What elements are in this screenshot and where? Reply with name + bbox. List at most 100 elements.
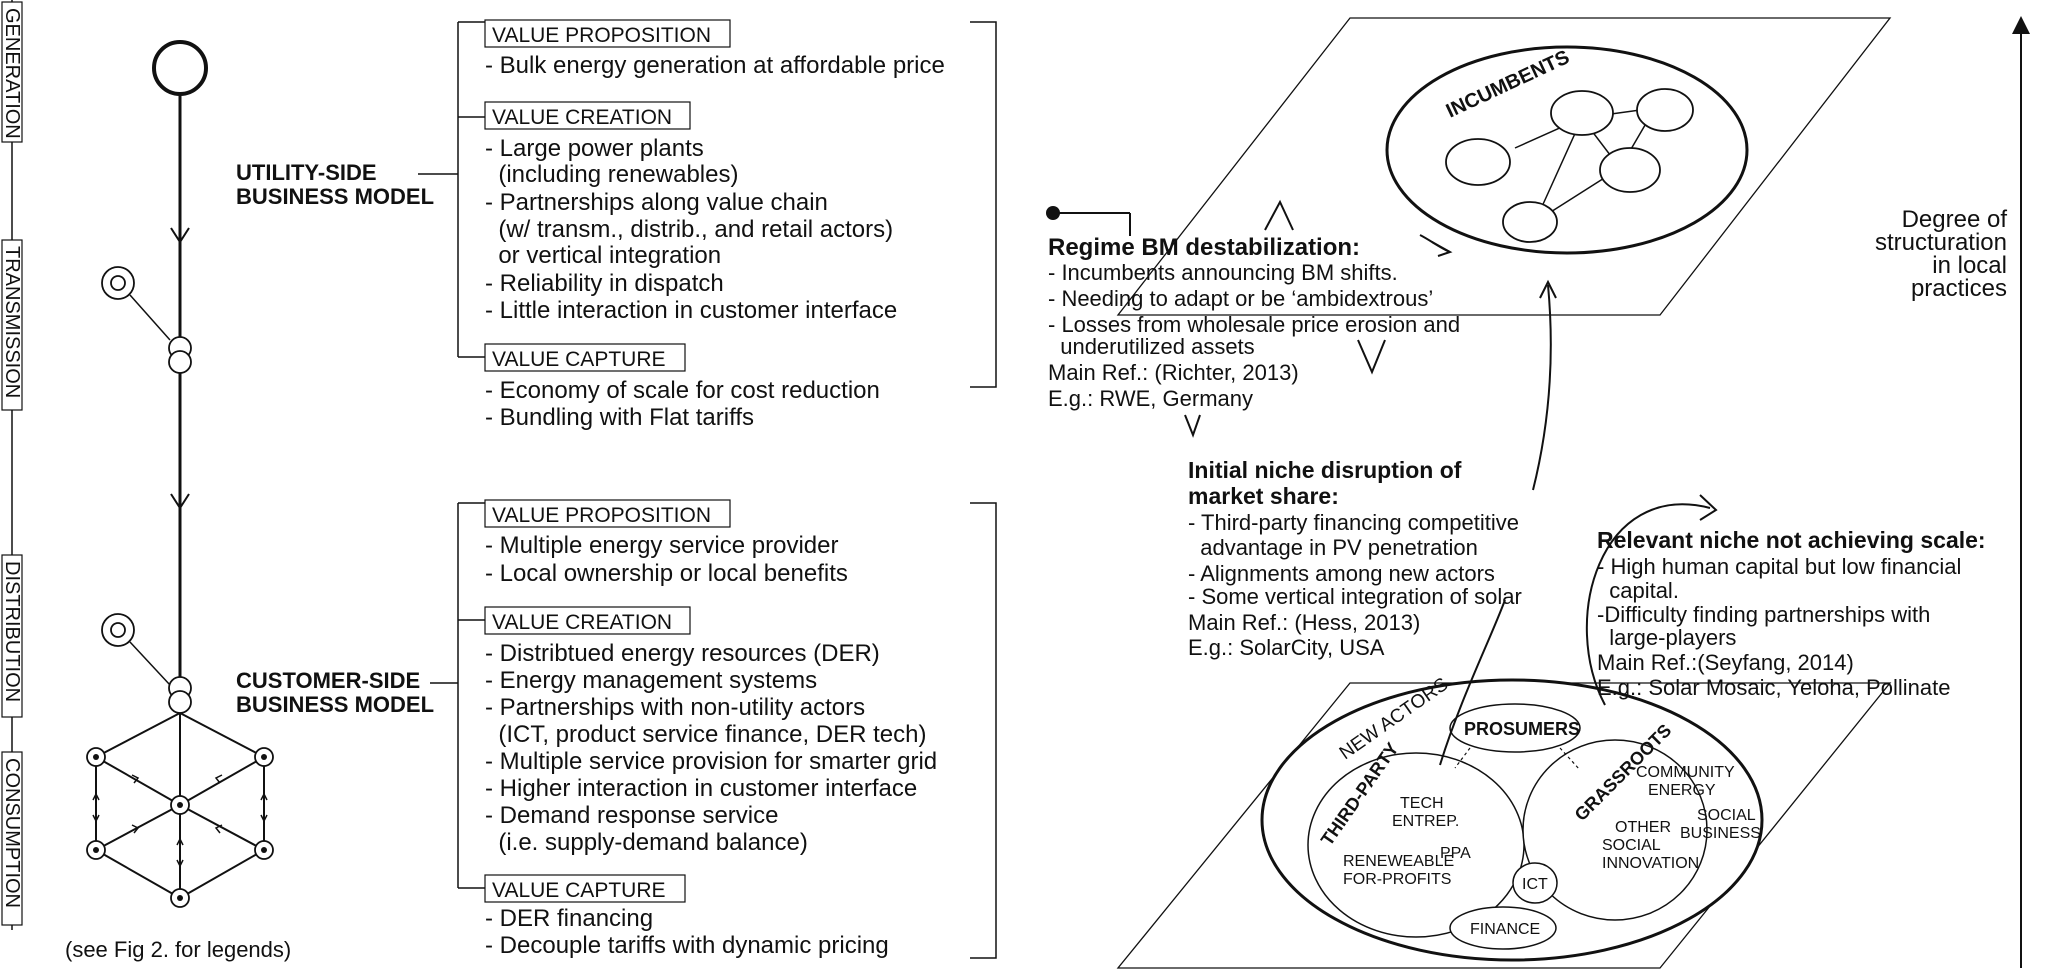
utility-left-bracket <box>457 21 485 358</box>
relevant-niche-eg-value: Solar Mosaic, Yeloha, Pollinate <box>1642 675 1950 700</box>
relevant-niche-ref-value: (Seyfang, 2014) <box>1697 650 1854 675</box>
regime-ref: Main Ref.: (Richter, 2013) <box>1048 360 1299 385</box>
customer-vp-item: - Multiple energy service provider <box>485 532 838 559</box>
initial-niche-item: - Some vertical integration of solar <box>1188 584 1522 609</box>
stage-distribution: DISTRIBUTION <box>1 561 23 702</box>
regime-title: Regime BM destabilization: <box>1048 234 1360 261</box>
microgrid-edges <box>95 712 265 899</box>
customer-business-model: CUSTOMER-SIDE BUSINESS MODEL VALUE PROPO… <box>236 499 997 959</box>
prosumers-link <box>1559 747 1581 771</box>
relevant-niche-arrow <box>1585 503 1711 706</box>
degree-label-line: structuration <box>1875 229 2007 256</box>
tech-entrep-label: ENTREP. <box>1392 813 1459 830</box>
customer-vc-item: - Multiple service provision for smarter… <box>485 748 937 775</box>
connecting-arrows <box>1046 16 2030 968</box>
utility-vcap-item: - Economy of scale for cost reduction <box>485 377 880 404</box>
customer-vp-item: - Local ownership or local benefits <box>485 560 848 587</box>
pressure-arrowhead-icon <box>1431 241 1453 257</box>
structuration-arrowhead-icon <box>2012 16 2030 34</box>
stage-box-consumption <box>1 751 23 926</box>
regime-item: - Incumbents announcing BM shifts. <box>1048 260 1398 285</box>
utility-vcap-item: - Bundling with Flat tariffs <box>485 404 754 431</box>
utility-vc-item: - Partnerships along value chain <box>485 189 828 216</box>
utility-vc-item: - Little interaction in customer interfa… <box>485 297 897 324</box>
degree-label-line: in local <box>1932 252 2007 279</box>
relevant-niche-eg-label: E.g.: <box>1597 675 1642 700</box>
utility-vc-item: (w/ transm., distrib., and retail actors… <box>485 216 893 243</box>
generator-link <box>129 294 171 341</box>
customer-vc-item: - Energy management systems <box>485 667 817 694</box>
stage-generation: GENERATION <box>1 8 23 139</box>
break-mark-icon <box>1184 414 1201 438</box>
microgrid-nodes <box>86 747 274 908</box>
stage-box-transmission <box>1 239 23 411</box>
community-energy-label: COMMUNITY <box>1636 764 1735 781</box>
regime-item: - Needing to adapt or be ‘ambidextrous’ <box>1048 286 1433 311</box>
customer-left-bracket <box>457 502 485 889</box>
relevant-niche-arrowhead-icon <box>1699 494 1718 521</box>
customer-vc-header: VALUE CREATION <box>492 611 672 634</box>
distributed-generator-inner-icon <box>110 622 126 638</box>
utility-title-line2: BUSINESS MODEL <box>236 184 434 209</box>
relevant-niche-item: - High human capital but low financial <box>1597 554 1961 579</box>
distributed-generator-icon <box>101 266 135 300</box>
generation-node-icon <box>152 40 208 96</box>
degree-label: Degree of structuration in local practic… <box>1875 206 2007 302</box>
tech-entrep-label: TECH <box>1400 795 1444 812</box>
initial-niche-title: market share: <box>1188 483 1339 509</box>
distributed-generator-inner-icon <box>110 275 126 291</box>
regime-ref-label: Main Ref.: <box>1048 360 1148 385</box>
transformer-icon <box>168 690 192 714</box>
legend-note: (see Fig 2. for legends) <box>65 937 291 962</box>
break-mark-icon <box>1264 199 1294 231</box>
customer-vc-header-box <box>484 606 691 635</box>
grid-network <box>86 40 274 908</box>
initial-niche-item: - Third-party financing competitive <box>1188 510 1519 535</box>
initial-niche-ref-label: Main Ref.: <box>1188 610 1288 635</box>
regime-plane-outline <box>1116 17 1892 316</box>
initial-niche-eg-label: E.g.: <box>1188 635 1233 660</box>
stage-transmission: TRANSMISSION <box>1 246 23 398</box>
break-mark-icon <box>1357 339 1386 375</box>
customer-vc-item: (ICT, product service finance, DER tech) <box>485 721 927 748</box>
customer-vc-item: (i.e. supply-demand balance) <box>485 829 808 856</box>
niche-to-regime-arrowhead-icon <box>1539 279 1557 299</box>
niche-plane-outline <box>1116 682 1892 969</box>
finance-label: FINANCE <box>1470 921 1540 938</box>
transformer-icon <box>168 350 192 374</box>
other-social-label: INNOVATION <box>1602 855 1699 872</box>
utility-vc-header-box <box>484 101 691 130</box>
relevant-niche-item: capital. <box>1597 578 1679 603</box>
initial-niche-ref-value: (Hess, 2013) <box>1288 610 1420 635</box>
regime-eg-value: RWE, Germany <box>1093 386 1253 411</box>
initial-niche-item: - Alignments among new actors <box>1188 561 1495 586</box>
renewable-label: RENEWEABLE <box>1343 853 1454 870</box>
customer-vc-item: - Higher interaction in customer interfa… <box>485 775 917 802</box>
regime-item: - Losses from wholesale price erosion an… <box>1048 312 1460 337</box>
regime-text-block: Regime BM destabilization: - Incumbents … <box>1048 234 1460 411</box>
customer-vc-item: - Partnerships with non-utility actors <box>485 694 865 721</box>
stage-box-distribution <box>1 554 23 718</box>
renewable-label: FOR-PROFITS <box>1343 871 1451 888</box>
relevant-niche-item: -Difficulty finding partnerships with <box>1597 602 1930 627</box>
ppa-label: PPA <box>1440 845 1471 862</box>
degree-label-line: practices <box>1911 275 2007 302</box>
finance-ellipse <box>1449 906 1557 950</box>
ict-ellipse <box>1512 862 1558 904</box>
ict-label: ICT <box>1522 876 1548 893</box>
relevant-niche-ref: Main Ref.:(Seyfang, 2014) <box>1597 650 1854 675</box>
relevant-niche-title: Relevant niche not achieving scale: <box>1597 527 1986 553</box>
regime-plane: INCUMBENTS <box>1116 17 1892 316</box>
customer-vc-item: - Demand response service <box>485 802 778 829</box>
customer-right-bracket <box>970 502 997 959</box>
customer-vc-item: - Distribtued energy resources (DER) <box>485 640 880 667</box>
relevant-niche-ref-label: Main Ref.: <box>1597 650 1697 675</box>
prosumers-label: PROSUMERS <box>1464 719 1580 739</box>
regime-eg-label: E.g.: <box>1048 386 1093 411</box>
utility-vp-header-box <box>484 19 731 48</box>
utility-vc-header: VALUE CREATION <box>492 106 672 129</box>
utility-vc-item: or vertical integration <box>485 242 721 269</box>
stage-axis: GENERATION TRANSMISSION DISTRIBUTION CON… <box>1 0 23 930</box>
regime-ref-value: (Richter, 2013) <box>1148 360 1298 385</box>
customer-vcap-item: - DER financing <box>485 905 653 932</box>
